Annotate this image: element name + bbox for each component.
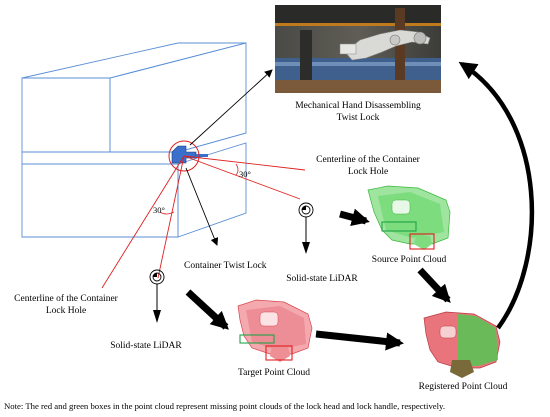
figure-note: Note: The red and green boxes in the poi… [4,401,446,411]
lidar-right-icon [298,202,314,254]
container-box [21,42,247,238]
centerline-right-label-line2: Lock Hole [348,167,388,177]
mechanical-hand-label-line1: Mechanical Hand Disassembling [295,101,421,111]
lidar-right-label: Solid-state LiDAR [286,274,358,284]
registered-point-cloud [423,311,501,378]
mechanical-hand-label-line2: Twist Lock [337,113,380,123]
container-twist-lock-label: Container Twist Lock [184,261,267,271]
angle-arc-right [235,163,239,176]
angle-arc-left [159,211,175,215]
lock-arrows [185,69,273,246]
centerline-left-label-line1: Centerline of the Container [14,293,119,304]
lidar-left-label: Solid-state LiDAR [110,341,182,351]
twist-lock-icon [171,145,208,164]
mechanical-hand-photo [275,5,441,93]
angle-label-right: 30° [239,169,251,179]
source-cloud-label: Source Point Cloud [372,255,447,265]
angle-label-left: 30° [153,205,165,215]
centerline-right-label-line1: Centerline of the Container [316,154,421,165]
registered-cloud-label: Registered Point Cloud [419,382,508,392]
lidar-left-icon [149,269,165,323]
target-point-cloud [237,299,313,362]
centerlines [101,155,306,289]
centerline-left-label-line2: Lock Hole [46,306,86,316]
target-cloud-label: Target Point Cloud [238,368,310,378]
lock-hole-circle [168,140,200,172]
flow-arrows [185,61,535,351]
source-point-cloud [367,185,451,250]
